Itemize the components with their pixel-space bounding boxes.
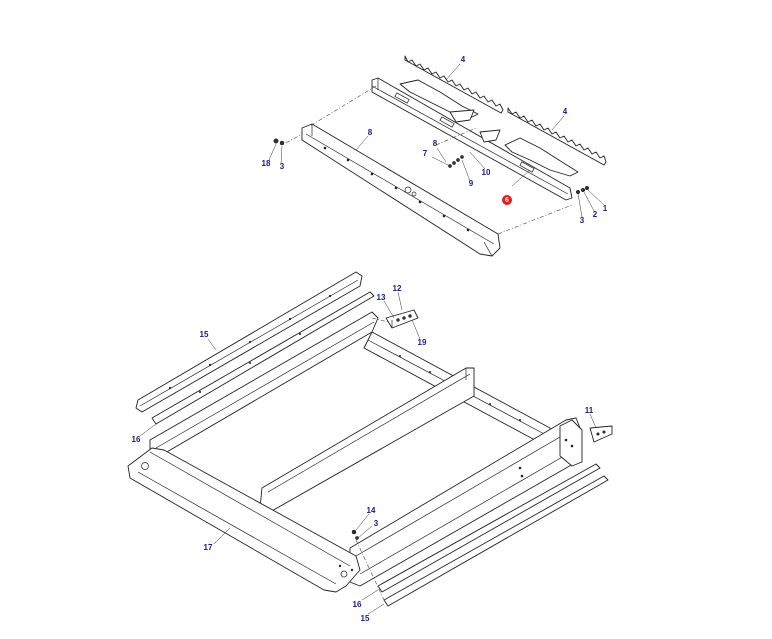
callout-4: 4 (460, 55, 466, 64)
leader-lines-upper (268, 63, 605, 218)
callout-11: 11 (584, 406, 594, 415)
bracket-19 (385, 309, 419, 329)
serrated-strip-4-left (404, 55, 504, 114)
callout-1: 1 (602, 204, 608, 213)
assembly-line (371, 317, 389, 323)
assembly-line (355, 539, 385, 601)
serrated-strip-4-right (507, 107, 607, 166)
center-panel (259, 367, 475, 513)
assembly-line (435, 127, 477, 146)
frame-side-member-17 (127, 447, 361, 593)
callout-3: 3 (279, 162, 285, 171)
callout-2: 2 (592, 210, 598, 219)
channel-member-6 (371, 77, 579, 201)
callout-7: 7 (422, 149, 428, 158)
callout-14: 14 (366, 506, 376, 515)
callout-16: 16 (131, 435, 141, 444)
bracket-11 (589, 425, 613, 443)
frame-front-rail (349, 417, 583, 587)
strip-16-lower (377, 463, 601, 593)
leader-lines-lower (139, 291, 597, 615)
strip-15-lower (383, 475, 609, 607)
callout-15: 15 (199, 330, 209, 339)
channel-member-8 (301, 123, 501, 257)
callout-16: 16 (352, 600, 362, 609)
strip-16-upper (151, 291, 375, 425)
callout-3: 3 (579, 216, 585, 225)
callout-19: 19 (417, 338, 427, 347)
hardware-lower (351, 529, 359, 540)
callout-17: 17 (203, 543, 213, 552)
callout-4: 4 (562, 107, 568, 116)
callout-15: 15 (360, 614, 370, 623)
assembly-line (309, 85, 377, 127)
callout-10: 10 (481, 168, 491, 177)
callout-12: 12 (392, 284, 402, 293)
callout-8: 8 (367, 128, 373, 137)
callout-18: 18 (261, 159, 271, 168)
strip-15-upper (135, 271, 363, 413)
callout-8: 8 (432, 139, 438, 148)
assembly-line (285, 133, 303, 144)
callout-6-highlighted: 6 (502, 195, 512, 205)
callout-9: 9 (468, 179, 474, 188)
callout-13: 13 (376, 293, 386, 302)
callout-3: 3 (373, 519, 379, 528)
assembly-line (497, 204, 573, 235)
